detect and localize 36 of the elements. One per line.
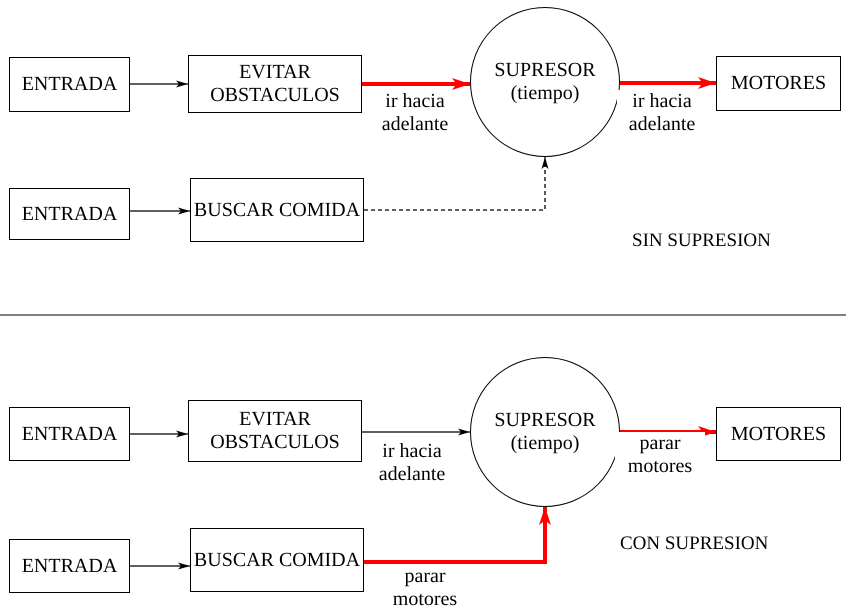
node-label: BUSCAR COMIDA	[194, 548, 360, 572]
node-label: SUPRESOR	[494, 59, 596, 82]
arrow	[362, 428, 470, 436]
arrow	[130, 562, 190, 570]
module-box	[9, 188, 130, 240]
module-box	[188, 400, 362, 462]
node-label: BUSCAR COMIDA	[194, 198, 360, 222]
module-box	[9, 57, 130, 112]
state-caption: CON SUPRESION	[620, 533, 768, 555]
arrow	[130, 430, 188, 438]
node-label: ENTRADA	[22, 554, 118, 578]
node-label: (tiempo)	[510, 432, 580, 455]
arrow	[362, 78, 470, 90]
arrow	[620, 77, 716, 89]
module-box	[188, 55, 362, 113]
node-label: EVITAR OBSTACULOS	[209, 408, 341, 454]
node-label: ENTRADA	[22, 73, 118, 96]
module-box	[190, 178, 364, 242]
arrow	[130, 80, 188, 88]
node-label: MOTORES	[730, 72, 826, 95]
arrow	[364, 157, 548, 211]
node-label: SUPRESOR	[494, 409, 596, 432]
node-label: ENTRADA	[22, 422, 118, 446]
module-box	[716, 407, 841, 461]
arrow	[364, 507, 551, 564]
node-label: ENTRADA	[22, 202, 118, 226]
arrow	[620, 426, 716, 438]
node-label: EVITAR OBSTACULOS	[209, 61, 341, 107]
state-caption: SIN SUPRESION	[632, 230, 771, 252]
module-box	[190, 528, 364, 592]
module-box	[716, 56, 841, 111]
module-box	[9, 539, 130, 593]
node-label: (tiempo)	[510, 82, 580, 105]
module-box	[9, 407, 130, 461]
arrow	[130, 208, 190, 214]
node-label: MOTORES	[730, 422, 826, 446]
